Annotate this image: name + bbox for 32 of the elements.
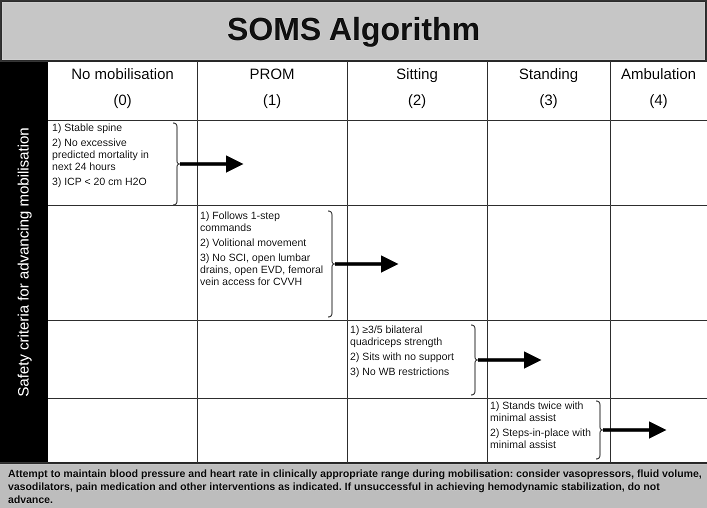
criteria-group — [52, 122, 180, 206]
column-header: PROM — [248, 66, 296, 83]
column-header: Ambulation — [620, 66, 698, 83]
criteria-item: 1) Stands twice with minimal assist — [490, 400, 584, 424]
column-header: Standing — [518, 66, 580, 83]
criteria-item: 2) No excessive predicted mortality in next 24 hours — [52, 137, 150, 173]
criteria-item: 2) Steps-in-place with minimal assist — [490, 427, 592, 451]
level-number: (0) — [112, 92, 133, 109]
criteria-item: 1) Stable spine — [52, 122, 124, 134]
criteria-item: 1) Follows 1-step commands — [200, 210, 281, 234]
level-number: (2) — [406, 92, 428, 109]
arrow — [180, 155, 244, 173]
column-header: Sitting — [395, 66, 439, 83]
level-number: (1) — [262, 92, 282, 109]
criteria-group — [490, 400, 603, 460]
title: SOMS Algorithm — [226, 11, 482, 48]
column-header: No mobilisation — [70, 66, 175, 83]
criteria-item: 3) ICP < 20 cm H2O — [52, 176, 148, 188]
criteria-group — [200, 210, 335, 318]
criteria-group — [350, 324, 478, 396]
level-number: (4) — [648, 92, 669, 109]
criteria-item: 2) Volitional movement — [200, 237, 308, 249]
criteria-item: 3) No SCI, open lumbar drains, open EVD, femoral vein access for CVVH — [200, 252, 324, 288]
level-number: (3) — [538, 92, 559, 109]
criteria-item: 2) Sits with no support — [350, 351, 455, 363]
side-label: Safety criteria for advancing mobilisation — [16, 127, 32, 397]
criteria-item: 1) ≥3/5 bilateral quadriceps strength — [350, 324, 444, 348]
footnote: Attempt to maintain blood pressure and heart rate in clinically appropriate range during mobilisation: consider vasopressors, fluid volume, vasodilators, pain medication and other interventions as indicated. If unsuccessful in achieving hemodynamic stabilization, do not advance. — [8, 468, 703, 507]
criteria-item: 3) No WB restrictions — [350, 366, 450, 378]
arrow — [603, 421, 666, 439]
arrow — [478, 351, 542, 369]
arrow — [335, 255, 398, 273]
